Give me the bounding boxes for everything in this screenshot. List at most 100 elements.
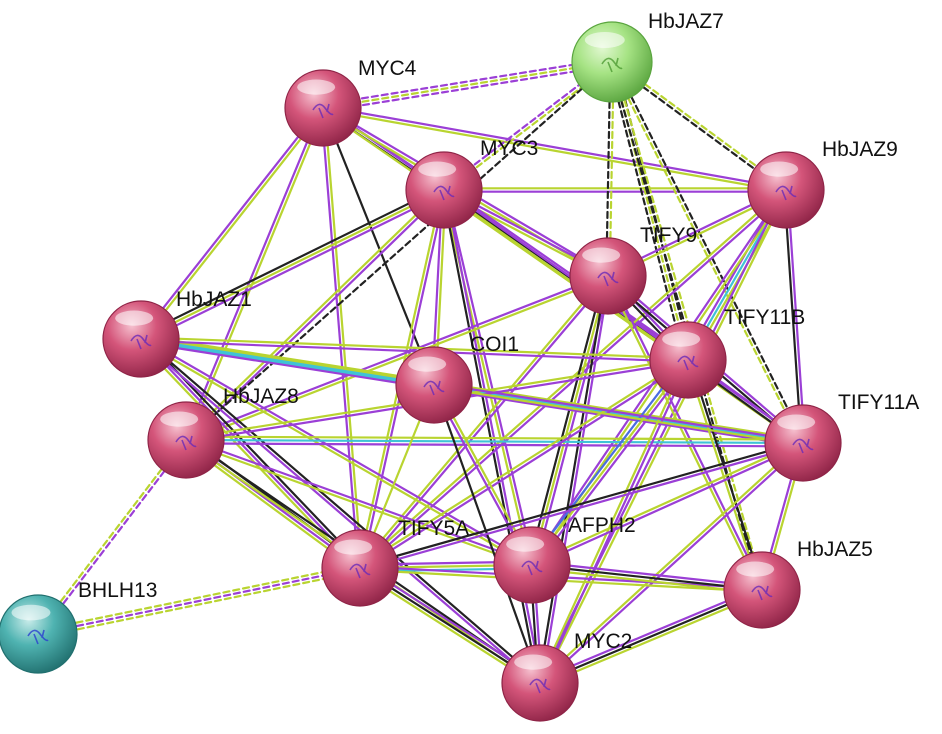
edge-line xyxy=(358,440,804,568)
node-label-hbjaz1: HbJAZ1 xyxy=(176,288,252,311)
edge-myc2-hbjaz5 xyxy=(537,585,765,688)
node-label-tify11b: TIFY11B xyxy=(724,306,805,329)
edge-myc3-hbjaz9 xyxy=(442,187,788,193)
node-hbjaz8[interactable]: HbJAZ8 xyxy=(147,385,299,479)
node-hbjaz9[interactable]: HbJAZ9 xyxy=(747,138,898,229)
edge-line xyxy=(321,57,613,106)
edge-coi1-tify11a xyxy=(432,382,805,446)
edge-line xyxy=(138,105,323,340)
node-label-coi1: COI1 xyxy=(470,333,519,356)
node-label-tify9: TIFY9 xyxy=(640,224,697,247)
edge-line xyxy=(607,61,686,362)
node-hbjaz5[interactable]: HbJAZ5 xyxy=(723,538,873,629)
edge-myc4-hbjaz9 xyxy=(321,105,788,193)
edge-line xyxy=(359,443,805,571)
edge-line xyxy=(540,592,765,688)
edge-line xyxy=(608,274,765,591)
edge-line xyxy=(444,186,692,359)
node-highlight xyxy=(115,310,154,326)
node-highlight xyxy=(297,79,336,95)
node-label-hbjaz8: HbJAZ8 xyxy=(223,385,299,408)
node-tify11b[interactable]: TIFY11B xyxy=(649,306,805,399)
node-label-myc2: MYC2 xyxy=(574,630,632,653)
edge-line xyxy=(320,107,360,570)
protein-structure-icon xyxy=(175,435,197,451)
protein-structure-icon xyxy=(601,57,623,73)
protein-structure-icon xyxy=(775,185,797,201)
edge-line xyxy=(139,339,690,363)
edge-tify9-myc2 xyxy=(537,274,611,685)
node-highlight xyxy=(777,414,816,430)
edge-line xyxy=(685,359,762,592)
edge-line xyxy=(138,339,540,686)
node-highlight xyxy=(334,539,373,555)
protein-structure-icon xyxy=(751,585,773,601)
edge-line xyxy=(357,357,689,568)
edge-line xyxy=(184,273,609,440)
edge-line xyxy=(530,358,690,567)
edge-line xyxy=(140,336,436,385)
edge-line xyxy=(537,358,688,684)
edge-line xyxy=(537,585,762,681)
edge-line xyxy=(36,566,362,636)
protein-structure-icon xyxy=(529,678,551,694)
node-label-hbjaz9: HbJAZ9 xyxy=(822,138,898,161)
edge-hbjaz7-hbjaz8 xyxy=(184,60,614,442)
node-myc2[interactable]: MYC2 xyxy=(501,630,632,722)
node-highlight xyxy=(760,161,799,177)
edge-myc4-tify5a xyxy=(320,106,363,570)
node-highlight xyxy=(584,32,625,48)
edge-line xyxy=(444,188,535,566)
node-hbjaz7[interactable]: HbJAZ7 xyxy=(571,10,724,103)
node-label-hbjaz5: HbJAZ5 xyxy=(797,538,873,561)
edge-line xyxy=(137,340,359,572)
edge-line xyxy=(540,359,691,685)
edge-line xyxy=(140,334,805,441)
edge-line xyxy=(184,438,805,445)
protein-structure-icon xyxy=(130,334,152,350)
node-highlight xyxy=(408,356,447,372)
edge-line xyxy=(530,567,763,595)
edge-tify9-hbjaz5 xyxy=(605,274,765,592)
edge-line xyxy=(605,275,762,592)
node-highlight xyxy=(582,247,621,263)
edge-line xyxy=(139,339,533,568)
edge-line xyxy=(141,107,326,342)
edge-line xyxy=(531,560,764,588)
edge-myc4-coi1 xyxy=(321,106,436,387)
node-hbjaz1[interactable]: HbJAZ1 xyxy=(102,288,252,378)
node-tify9[interactable]: TIFY9 xyxy=(569,224,697,315)
edge-line xyxy=(183,106,323,441)
node-coi1[interactable]: COI1 xyxy=(395,333,519,424)
node-tify5a[interactable]: TIFY5A xyxy=(321,517,469,607)
node-afph2[interactable]: AFPH2 xyxy=(493,514,636,604)
node-highlight xyxy=(160,411,199,427)
node-label-afph2: AFPH2 xyxy=(568,514,636,537)
node-myc4[interactable]: MYC4 xyxy=(284,57,417,147)
protein-structure-icon xyxy=(423,380,445,396)
edge-line xyxy=(37,570,362,639)
edge-line xyxy=(139,188,446,341)
edge-line xyxy=(321,60,614,110)
edge-line xyxy=(433,382,805,443)
edge-line xyxy=(184,435,805,441)
node-tify11a[interactable]: TIFY11A xyxy=(764,391,919,482)
edge-line xyxy=(38,439,189,637)
edge-line xyxy=(540,189,789,685)
node-label-bhlh13: BHLH13 xyxy=(78,579,157,602)
edge-hbjaz8-afph2 xyxy=(184,437,534,568)
edge-line xyxy=(322,105,788,190)
edge-bhlh13-tify5a xyxy=(36,563,362,639)
edge-line xyxy=(609,61,803,445)
protein-structure-icon xyxy=(521,560,543,576)
edge-line xyxy=(528,356,687,565)
node-bhlh13[interactable]: BHLH13 xyxy=(0,579,157,674)
edge-tify11a-myc2 xyxy=(537,440,806,686)
edge-line xyxy=(183,187,444,440)
edge-hbjaz9-tify11a xyxy=(783,188,806,445)
edge-line xyxy=(139,339,435,388)
node-highlight xyxy=(736,561,775,577)
node-myc3[interactable]: MYC3 xyxy=(405,137,538,229)
